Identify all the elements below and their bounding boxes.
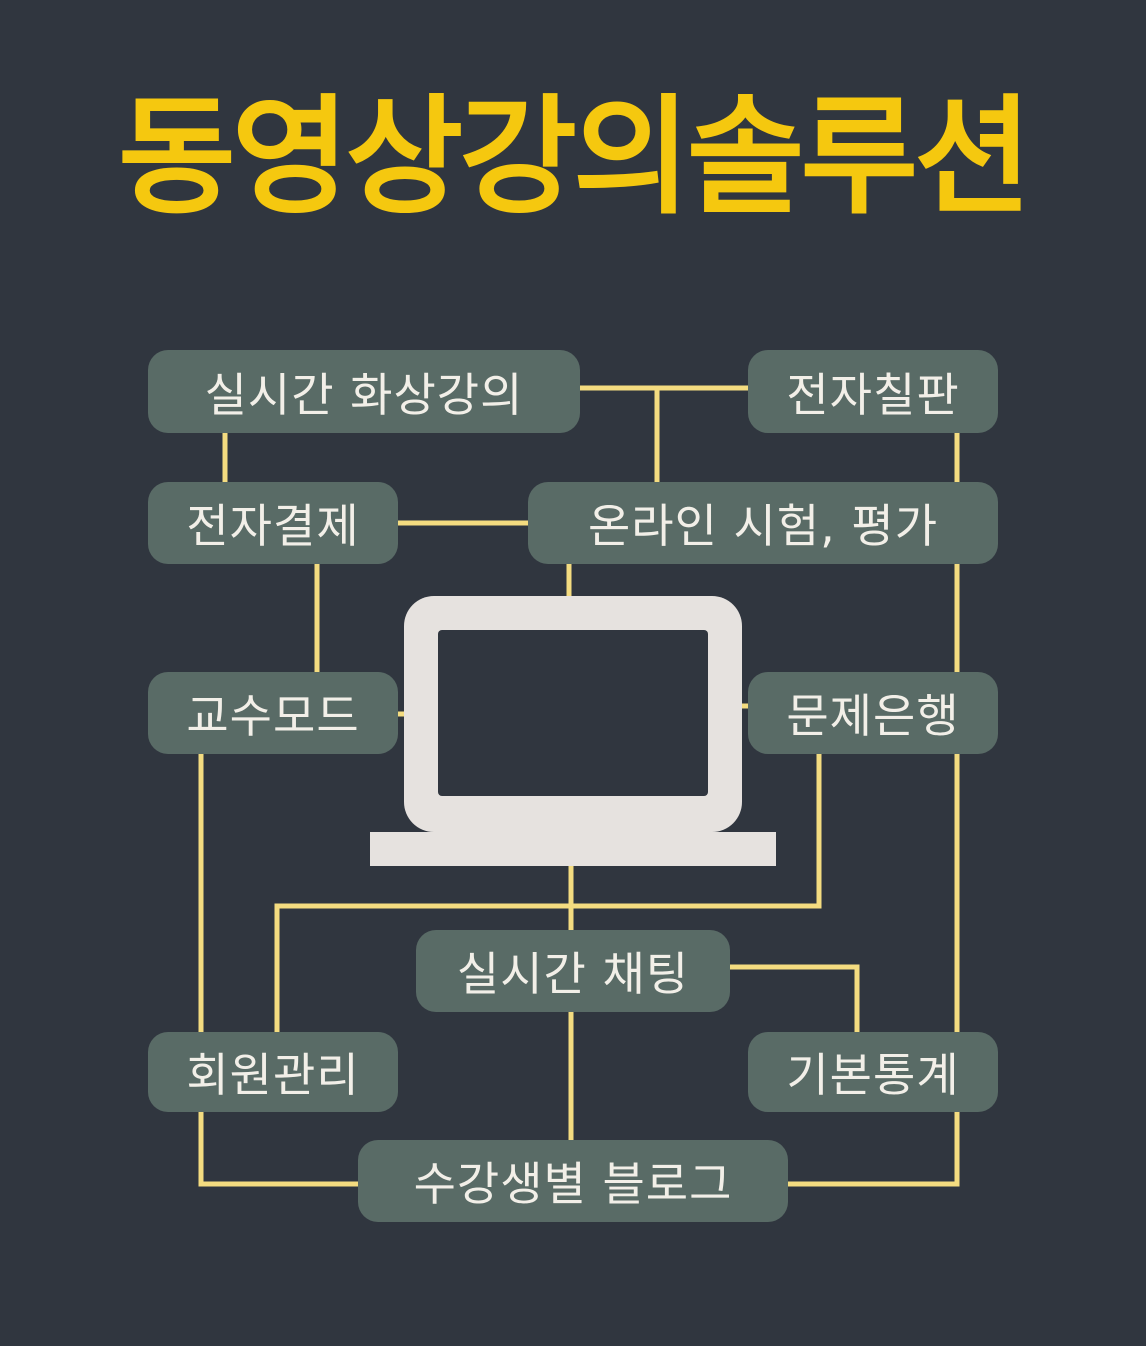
node-label: 전자칠판 [786,367,960,422]
node-label: 문제은행 [786,689,960,743]
node-professor-mode: 교수모드 [148,672,398,754]
node-basic-statistics: 기본통계 [748,1032,998,1112]
line-bank-member [274,754,822,1032]
node-label: 실시간 채팅 [456,947,690,1001]
node-label: 기본통계 [786,1048,960,1102]
node-label: 실시간 화상강의 [204,367,524,422]
laptop-screen [404,596,742,832]
node-label: 회원관리 [186,1048,360,1102]
node-label: 전자결제 [186,499,360,553]
line-chat-stats [730,964,860,1032]
laptop-icon [370,596,776,866]
node-label: 온라인 시험, 평가 [587,499,939,553]
node-member-management: 회원관리 [148,1032,398,1112]
node-online-exam: 온라인 시험, 평가 [528,482,998,564]
laptop-base [370,832,776,866]
node-question-bank: 문제은행 [748,672,998,754]
node-label: 교수모드 [186,689,360,743]
line-professor-member-blog [198,754,358,1187]
page-title: 동영상강의솔루션 [117,83,1032,232]
node-student-blog: 수강생별 블로그 [358,1140,788,1222]
node-label: 수강생별 블로그 [413,1157,733,1211]
node-realtime-chat: 실시간 채팅 [416,930,730,1012]
node-e-payment: 전자결제 [148,482,398,564]
node-e-blackboard: 전자칠판 [748,350,998,433]
line-stats-blog [788,1112,960,1187]
node-realtime-video-lecture: 실시간 화상강의 [148,350,580,433]
